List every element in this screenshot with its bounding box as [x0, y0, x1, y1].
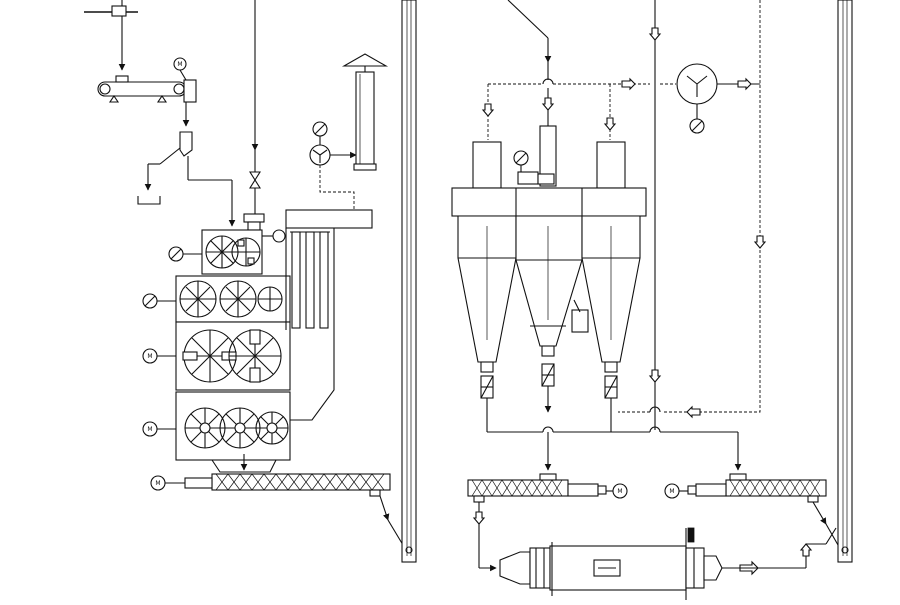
circulation-fan — [676, 63, 760, 134]
rotary-drum — [499, 527, 837, 600]
dryer-rotor-stage2 — [179, 280, 283, 318]
belt-conveyor: M — [97, 57, 197, 127]
return-duct — [618, 0, 767, 419]
dryer-motor-3-label: M — [147, 353, 152, 360]
cyclone-assembly — [451, 125, 647, 373]
vertical-supply-line — [648, 0, 662, 430]
screw-conveyor-right: M — [664, 473, 843, 553]
left-section: M — [84, 0, 417, 563]
screw-motor-right-label: M — [669, 488, 674, 495]
multi-stage-dryer — [175, 229, 291, 473]
top-feed-hopper — [84, 0, 138, 71]
bag-filter — [262, 209, 373, 421]
cyclone-inlet-pipe — [507, 0, 554, 128]
conveyor-motor-label: M — [177, 61, 182, 68]
dryer-rotor-stage3 — [182, 329, 282, 383]
dryer-rotor-stage4 — [184, 407, 289, 449]
bucket-elevator-right — [837, 0, 853, 563]
cyclone-left — [457, 215, 517, 373]
bucket-elevator-left — [401, 0, 417, 563]
dryer-rotor-stage1 — [205, 235, 261, 269]
screw-conveyor-bottom: M — [150, 473, 407, 551]
dryer-drive-motors: M M — [142, 246, 202, 437]
diverter-chute — [137, 131, 236, 227]
screw-motor-middle-label: M — [617, 488, 622, 495]
product-collection-line — [487, 426, 742, 471]
feed-pipe-valve — [243, 0, 265, 231]
screw-conveyor-middle: M — [467, 473, 628, 572]
screw-motor-left-label: M — [155, 480, 160, 487]
cyclone-right — [581, 215, 641, 373]
dryer-motor-4-label: M — [147, 426, 152, 433]
rotary-valves — [480, 363, 618, 432]
cyclone-center — [515, 215, 583, 357]
right-section: M M — [451, 0, 853, 600]
circulation-header — [481, 77, 676, 140]
exhaust-fan-chimney — [309, 53, 389, 210]
